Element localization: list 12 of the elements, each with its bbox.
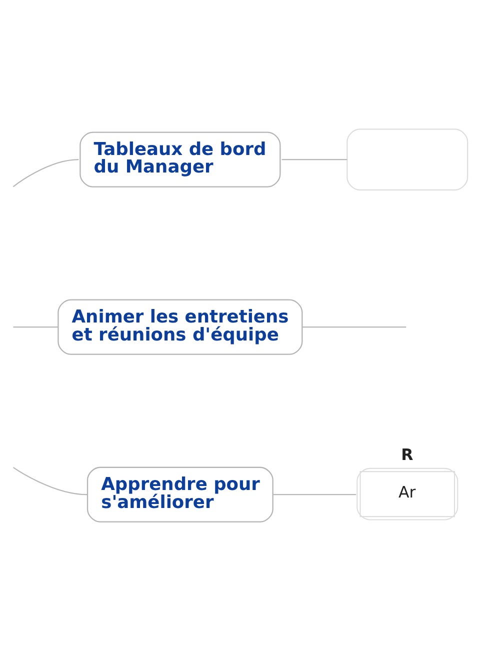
node-box [346, 128, 468, 190]
node-box: Tableaux de bord du Manager [80, 131, 281, 187]
connector [282, 158, 348, 160]
connector [302, 326, 406, 328]
connector [12, 158, 79, 187]
connector [13, 326, 58, 328]
node-box: Apprendre pour s'améliorer [86, 466, 274, 522]
connector [273, 494, 356, 495]
node-box: Ar [356, 467, 458, 520]
node-label: R [401, 444, 414, 464]
node-box: Animer les entretiens et réunions d'équipe [58, 298, 303, 354]
connector [12, 466, 88, 495]
